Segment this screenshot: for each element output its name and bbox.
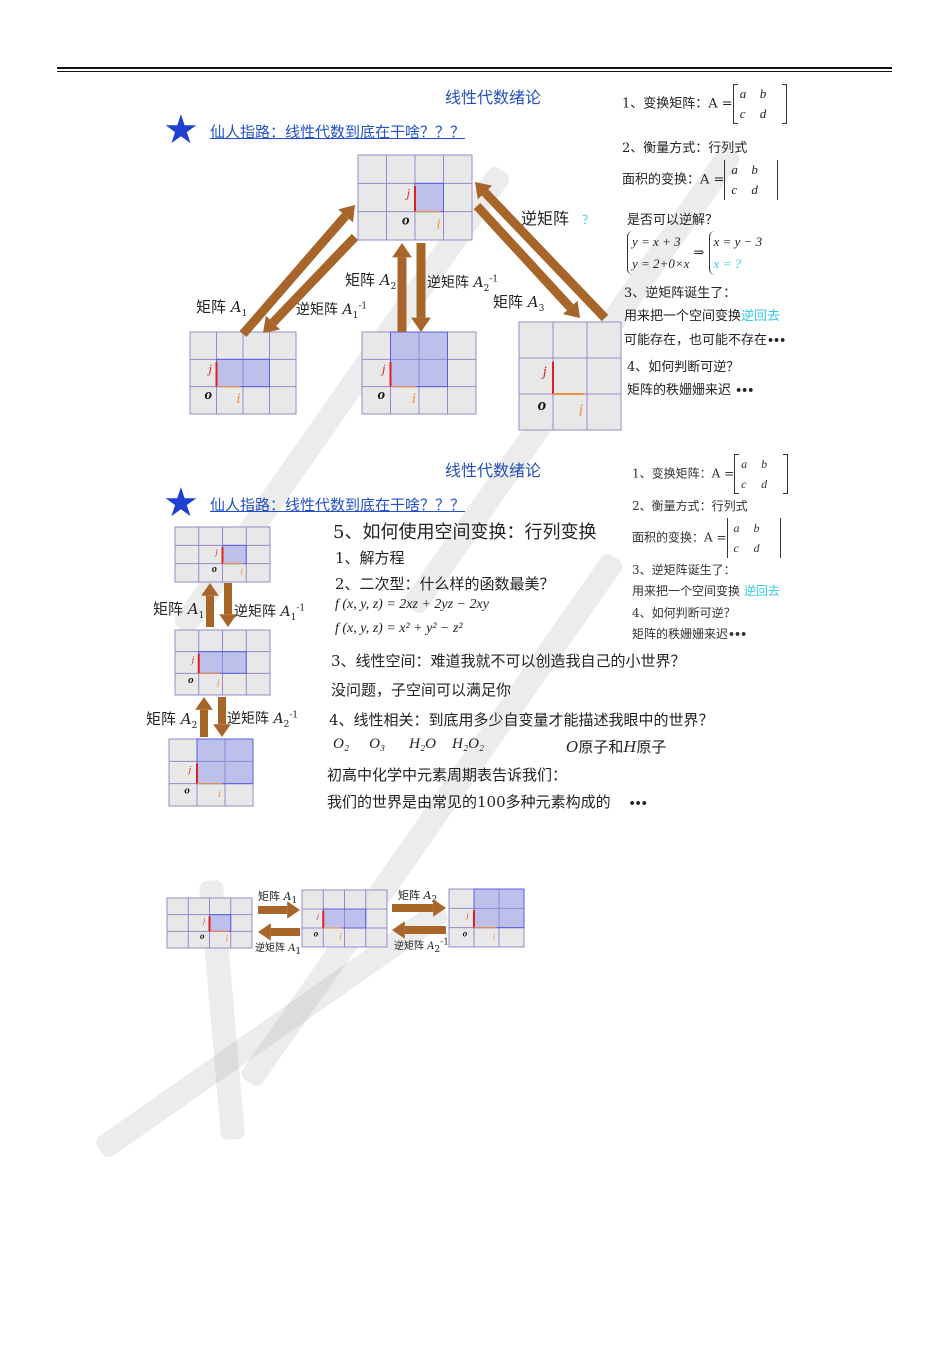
label-matrix-a1: 矩阵 A1	[258, 890, 298, 907]
i-label: i	[236, 391, 240, 407]
origin-label: o	[188, 674, 194, 686]
j-label: j	[188, 766, 192, 776]
section1-link[interactable]: 仙人指路：线性代数到底在干啥？？？	[210, 123, 466, 141]
heading-row-col-transform: 5、如何使用空间变换：行列变换	[333, 522, 597, 543]
label-matrix-a3: 矩阵 A3	[493, 293, 545, 314]
note-inverse-born: 3、逆矩阵诞生了：	[624, 286, 737, 301]
origin-label: o	[314, 929, 319, 939]
grid-background	[448, 888, 525, 948]
note-inverse-purpose: 用来把一个空间变换 逆回去	[632, 584, 780, 598]
transformed-area	[473, 888, 525, 929]
transformed-area	[198, 651, 247, 674]
j-label: j	[466, 911, 469, 920]
i-label: i	[412, 391, 416, 407]
transformed-area	[216, 358, 270, 388]
grid-panel: o i j	[189, 331, 297, 415]
formula-2: f (x, y, z) = x² + y² − z²	[335, 621, 463, 636]
j-label: j	[404, 187, 410, 201]
note-how-invertible: 4、如何判断可逆？	[627, 360, 740, 375]
arrow-head	[392, 243, 412, 258]
top-rule	[57, 67, 892, 69]
grid-background	[189, 331, 297, 415]
arrow-head	[411, 317, 431, 332]
star-icon: ★	[163, 107, 199, 153]
item-solve-equations: 1、解方程	[335, 549, 405, 567]
j-label: j	[207, 362, 213, 376]
transformed-area	[390, 331, 448, 388]
atoms-text: O原子和H原子	[566, 738, 667, 756]
item-world-elements: 我们的世界是由常见的100多种元素构成的•••	[327, 793, 648, 811]
section1-title: 线性代数绪论	[445, 88, 542, 107]
i-label: i	[493, 931, 496, 941]
arrow-head	[195, 697, 213, 710]
note-rank: 矩阵的秩姗姗来迟•••	[632, 627, 747, 641]
i-label: i	[579, 401, 584, 420]
grid-background	[168, 738, 254, 807]
label-inverse-a2: 逆矩阵 A2-1	[227, 710, 299, 730]
arrow-head	[263, 315, 281, 333]
origin-label: o	[205, 387, 213, 403]
grid-panel: o i j	[168, 738, 254, 807]
grid-background	[174, 629, 271, 696]
j-label: j	[541, 364, 547, 380]
item-linear-space: 3、线性空间：难道我就不可以创造我自己的小世界？	[331, 652, 686, 670]
i-label: i	[240, 567, 243, 578]
label-matrix-a1: 矩阵 A1	[196, 298, 248, 319]
label-inverse-a1: 逆矩阵 A1-1	[255, 939, 310, 957]
label-inverse-a1: 逆矩阵 A1-1	[296, 301, 368, 321]
note-how-invertible: 4、如何判断可逆？	[632, 606, 736, 620]
formula-1: f (x, y, z) = 2xz + 2yz − 2xy	[335, 597, 489, 612]
origin-label: o	[184, 785, 190, 797]
star-icon: ★	[163, 480, 199, 526]
grid-panel: o i j	[174, 629, 271, 696]
j-label: j	[191, 656, 195, 666]
origin-label: o	[378, 387, 386, 403]
j-label: j	[316, 912, 319, 921]
grid-panel: o i j	[448, 888, 525, 948]
top-rule-thin	[57, 71, 892, 72]
label-inverse-a3: 逆矩阵 ？	[521, 209, 595, 228]
transformed-area	[414, 182, 444, 213]
note-determinant: 2、衡量方式：行列式	[622, 141, 748, 156]
i-label: i	[217, 677, 220, 689]
i-label: i	[218, 788, 221, 800]
transformed-area	[196, 738, 254, 785]
watermark-stroke	[198, 879, 246, 1141]
note-determinant: 2、衡量方式：行列式	[632, 499, 748, 513]
note-may-not-exist: 可能存在，也可能不存在•••	[624, 333, 786, 348]
item-quadratic-form: 2、二次型：什么样的函数最美？	[335, 575, 555, 593]
note-rank: 矩阵的秩姗姗来迟 •••	[627, 383, 754, 398]
arrow-head	[562, 300, 580, 318]
origin-label: o	[463, 928, 468, 938]
label-matrix-a2: 矩阵 A2	[146, 710, 198, 731]
label-matrix-a1: 矩阵 A1	[153, 600, 205, 621]
note-invertible-question: 是否可以逆解？	[627, 213, 719, 228]
thick-arrow-icon	[195, 697, 213, 737]
label-inverse-a1: 逆矩阵 A1-1	[234, 603, 306, 623]
origin-label: o	[402, 212, 410, 228]
label-matrix-a2: 矩阵 A2	[345, 271, 397, 292]
item-subspace: 没问题，子空间可以满足你	[331, 681, 512, 699]
note-inverse-purpose: 用来把一个空间变换逆回去	[624, 309, 781, 324]
note-inverse-born: 3、逆矩阵诞生了：	[632, 563, 736, 577]
label-matrix-a2: 矩阵 A2	[398, 889, 438, 906]
arrow-head	[338, 205, 355, 223]
i-label: i	[436, 217, 440, 233]
item-linear-dependence: 4、线性相关：到底用多少自变量才能描述我眼中的世界？	[329, 711, 714, 729]
item-periodic-table: 初高中化学中元素周期表告诉我们：	[327, 766, 568, 784]
label-inverse-a2: 逆矩阵 A2-1	[394, 937, 449, 955]
section2-title: 线性代数绪论	[445, 461, 542, 480]
label-inverse-a2: 逆矩阵 A2-1	[427, 274, 499, 294]
section2-link[interactable]: 仙人指路：线性代数到底在干啥？？？	[210, 496, 466, 514]
